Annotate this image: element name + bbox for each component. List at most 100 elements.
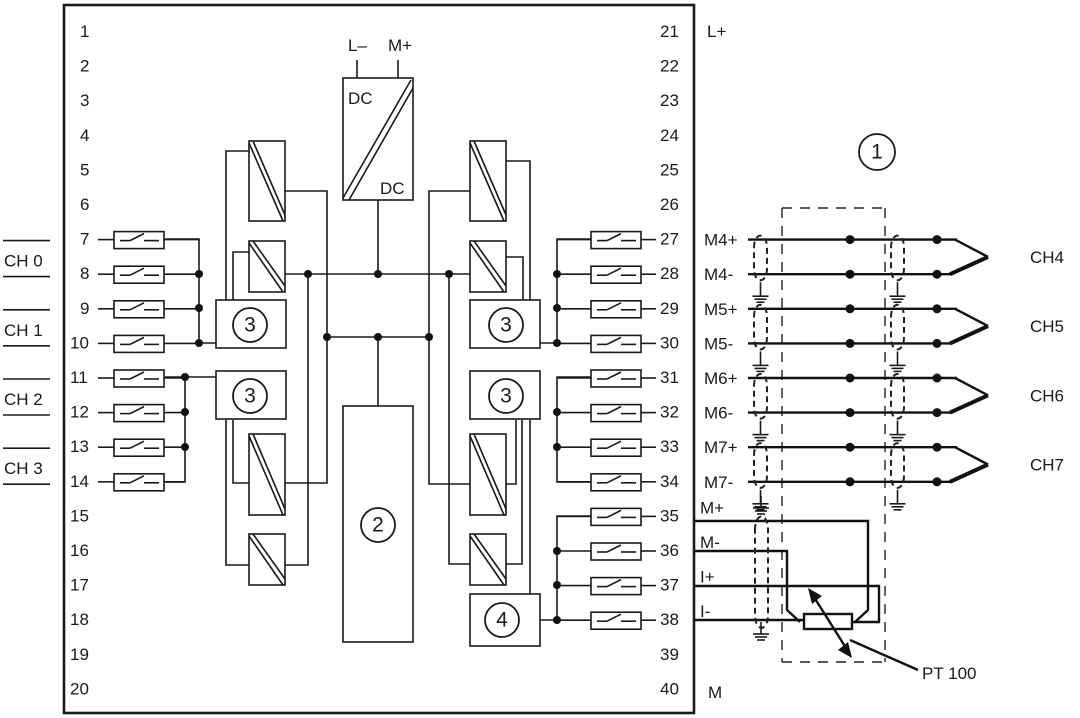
pin-number: 12 [70,403,89,422]
left-isolation-converters [225,140,470,586]
callout-4: 4 [496,609,508,632]
label-l-plus: L+ [707,22,726,41]
thermocouple-icon [752,303,989,373]
terminal-label: M7- [704,473,733,492]
rtd-wiring: PT 100 [694,496,977,683]
current-source-block: 4 [469,593,541,647]
thermocouple-icon [752,234,989,304]
switch-icon [590,507,642,527]
switch-icon [113,334,165,354]
pin-number: 22 [660,57,679,76]
pin-number: 32 [660,403,679,422]
terminal-label: M+ [700,498,724,517]
converter-in-label: DC [348,89,373,108]
pin-number: 27 [660,230,679,249]
shield-area: 1 [781,133,896,663]
switch-icon [113,299,165,319]
ground-icon [753,496,769,515]
sensor-label: PT 100 [922,664,977,683]
switch-icon [590,403,642,423]
dc-dc-converter: L– M+ DC DC [342,36,414,274]
pin-number: 37 [660,576,679,595]
thermocouple-wiring [748,234,989,511]
channel-label: CH4 [1030,248,1064,267]
pin-number: 13 [70,437,89,456]
terminal-label: M5+ [704,300,738,319]
switch-icon [113,472,165,492]
pin-number: 36 [660,541,679,560]
ground-icon [889,351,906,373]
ground-icon [889,282,906,304]
terminal-label: M6+ [704,369,738,388]
pin-number: 7 [80,230,89,249]
right-isolation-converters [428,140,531,594]
pin-number: 23 [660,91,679,110]
label-m: M [708,683,722,702]
pin-number: 39 [660,645,679,664]
channel-label: CH5 [1030,317,1064,336]
thermocouple-icon [752,442,989,511]
switch-icon [590,369,642,388]
pin-number: 4 [80,126,89,145]
pin-number: 28 [660,264,679,283]
channel-label: CH 2 [4,390,43,409]
terminal-label: M6- [704,404,733,423]
switch-icon [590,472,642,492]
pin-number: 34 [660,472,679,491]
ground-icon [752,282,769,304]
switch-icon [590,611,642,631]
terminal-label: I- [700,602,710,621]
terminal-label: M- [700,533,720,552]
pin-number: 15 [70,506,89,525]
switch-icon [113,403,165,423]
pin-number: 20 [70,679,89,698]
terminal-label: M4- [704,265,733,284]
pin-number: 19 [70,645,89,664]
arrow-icon [808,588,852,658]
pin-number: 8 [80,264,89,283]
thermocouple-icon [752,373,989,442]
channel-label: CH7 [1030,456,1064,475]
callout-1: 1 [871,141,883,164]
switch-icon [590,230,642,250]
ground-icon [889,420,906,442]
switch-icon [590,334,642,354]
pin-number: 18 [70,610,89,629]
pin-number: 29 [660,299,679,318]
ground-icon [889,489,906,511]
terminal-label: I+ [700,568,715,587]
power-label-m-plus: M+ [388,36,412,55]
switch-icon [113,265,165,285]
pin-number: 2 [80,57,89,76]
channel-label: CH 1 [4,321,43,340]
pin-number: 16 [70,541,89,560]
pin-number: 11 [70,368,88,387]
callout-2: 2 [372,514,384,537]
callout-3-left-lower: 3 [244,385,256,408]
thermocouple-terminal-labels: M4+M4-M5+M5-M6+M6-M7+M7- [704,231,738,492]
pin-number: 38 [660,610,679,629]
pin-number: 6 [80,195,89,214]
ground-icon [753,622,769,641]
rtd-shield [754,515,769,629]
channel-label: CH 0 [4,252,43,271]
ground-icon [752,420,769,442]
terminal-label: M4+ [704,231,738,250]
converter-out-label: DC [380,179,405,198]
rtd-terminal-labels: M+ M- I+ I- [700,498,724,621]
switch-icon [590,576,642,596]
adc-block: 2 [342,405,414,643]
switch-icon [590,299,642,319]
pin-number: 35 [660,506,679,525]
right-switch-group [557,230,656,631]
callout-3-left-upper: 3 [244,314,256,337]
pin-number: 33 [660,437,679,456]
terminal-label: M5- [704,334,733,353]
power-label-l-minus: L– [348,36,367,55]
pin-number: 9 [80,299,89,318]
pin-number: 5 [80,160,89,179]
pin-number: 3 [80,91,89,110]
